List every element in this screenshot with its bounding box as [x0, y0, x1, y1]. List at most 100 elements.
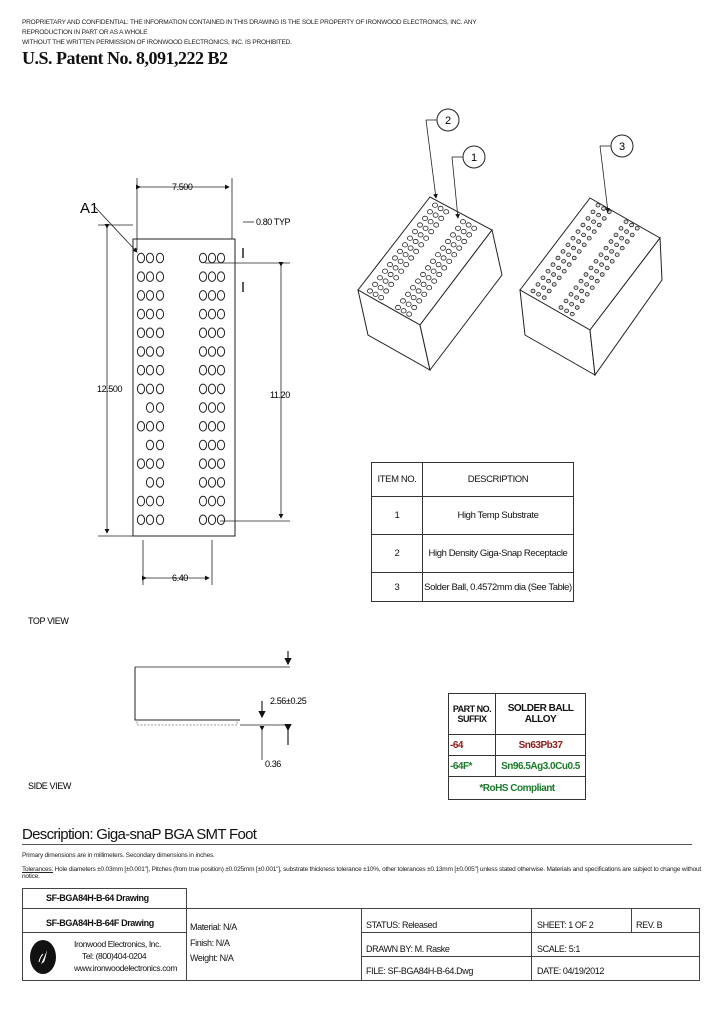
weight: Weight: N/A [190, 953, 234, 963]
description-title: Description: Giga-snaP BGA SMT Foot [22, 826, 257, 843]
iso-contact [566, 252, 571, 257]
iso-contact [420, 281, 427, 287]
iso-contact [445, 248, 452, 254]
iso-contact [460, 219, 466, 225]
solder-ball-pad [155, 439, 165, 451]
iso-contact [604, 255, 609, 261]
iso-contact [604, 265, 610, 271]
sheet: SHEET: 1 OF 2 [537, 920, 594, 930]
iso-contact [590, 209, 596, 214]
iso-contact [443, 209, 450, 215]
iso-contact [608, 239, 614, 244]
drawn-by: DRAWN BY: M. Raske [366, 944, 450, 954]
iso-contact [393, 275, 400, 281]
iso-contact [594, 269, 599, 274]
solder-ball-pad [216, 514, 226, 526]
iso-contact [426, 285, 433, 291]
iso-contact [578, 278, 584, 284]
iso-contact [546, 288, 552, 294]
notice-line-1: PROPRIETARY AND CONFIDENTIAL: THE INFORM… [22, 19, 477, 36]
iso-contact [580, 222, 586, 228]
iso-contact [430, 258, 436, 264]
alloy-leaded: Sn63Pb37 [495, 734, 586, 756]
iso-contact [405, 301, 412, 307]
solder-ball-pad [207, 477, 217, 488]
solder-ball-pad [145, 252, 155, 264]
iso-contact [596, 212, 601, 218]
solder-ball-pad [136, 252, 146, 264]
solder-ball-pad [216, 495, 226, 507]
solder-ball-pad [216, 271, 226, 283]
solder-ball-pad [207, 308, 217, 320]
note-tolerances: Tolerances: Hole diameters ±0.03mm [±0.0… [22, 866, 702, 880]
table-row: -64 Sn63Pb37 [448, 734, 586, 756]
iso-contact [438, 215, 445, 221]
table-row: 3 Solder Ball, 0.4572mm dia (See Table) [371, 572, 574, 602]
iso-contact [461, 238, 468, 245]
iso-contact [410, 285, 416, 291]
alloy-rohs: Sn96.5Ag3.0Cu0.5 [495, 755, 586, 777]
top-view-outline [132, 238, 236, 537]
iso-contact [545, 269, 551, 274]
iso-contact [406, 311, 413, 317]
solder-ball-pad [198, 402, 208, 413]
iso-contact [388, 281, 395, 287]
iso-contact [614, 242, 619, 247]
iso-contact [425, 275, 432, 281]
iso-contact [431, 278, 438, 284]
iso-contact [407, 245, 414, 251]
iso-contact [440, 245, 446, 251]
solder-ball-pad [198, 495, 208, 507]
iso-contact [571, 255, 577, 261]
iso-contact [581, 242, 587, 247]
iso-contact [400, 298, 406, 304]
iso-contact [397, 248, 403, 254]
solder-ball-pad [155, 308, 165, 320]
solder-ball-pad [136, 327, 146, 339]
iso-contact [560, 249, 566, 254]
solder-ball-pad [145, 514, 155, 526]
iso-contact [387, 261, 393, 268]
iso-contact [535, 282, 541, 287]
iso-contact [387, 271, 394, 278]
iso-contact [416, 298, 423, 304]
iso-contact [564, 308, 569, 313]
iso-contact [405, 291, 411, 297]
item-no: 3 [371, 572, 423, 602]
note-tolerances-label: Tolerances: [22, 866, 54, 873]
iso-contact [541, 295, 547, 300]
solder-ball-pad [216, 402, 226, 413]
file-name: FILE: SF-BGA84H-B-64.Dwg [366, 966, 473, 976]
table-row: -64F* Sn96.5Ag3.0Cu0.5 [448, 755, 586, 777]
solder-ball-pad [216, 364, 226, 376]
iso-contact [589, 285, 595, 290]
iso-contact [619, 245, 625, 251]
iso-contact [588, 265, 594, 271]
iso-contact [629, 232, 635, 238]
iso-contact [623, 219, 629, 224]
iso-contact [383, 288, 390, 294]
solder-ball-pad [207, 346, 217, 357]
solder-ball-pad [216, 308, 226, 320]
iso-contact [427, 209, 433, 215]
solder-ball-pad [136, 495, 146, 507]
iso-contact [430, 268, 437, 274]
iso-contact [382, 268, 388, 274]
item-no: 1 [371, 496, 423, 535]
iso-contact [422, 215, 428, 221]
iso-contact [629, 222, 634, 228]
iso-contact [437, 205, 444, 212]
iso-contact [451, 252, 458, 258]
iso-contact [576, 239, 581, 244]
solder-ball-pad [216, 421, 226, 432]
side-view-label: SIDE VIEW [28, 781, 72, 791]
solder-ball-pad [155, 458, 165, 470]
solder-ball-pad [216, 458, 226, 470]
drawing-canvas: 7.500 A1 0.80 TYP 12.500 11.20 6.40 TOP … [28, 108, 663, 791]
iso-contact [541, 285, 546, 290]
iso-contact [634, 226, 640, 231]
iso-contact [407, 235, 413, 241]
iso-contact [417, 222, 423, 228]
iso-contact [609, 259, 615, 264]
alloy-header-alloy: SOLDER BALL ALLOY [495, 693, 586, 735]
